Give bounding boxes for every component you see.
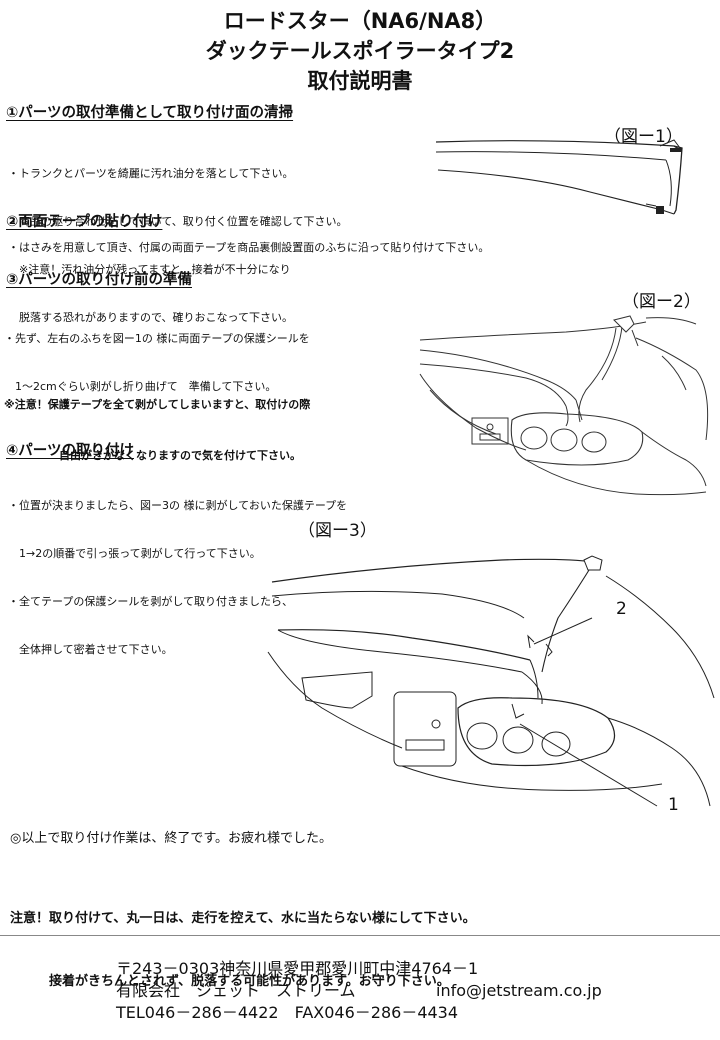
- footer-address: 〒243－0303神奈川県愛甲郡愛川町中津4764－1: [116, 959, 479, 978]
- section-3-heading: ③パーツの取り付け前の準備: [6, 272, 192, 288]
- title-product: ダックテールスポイラータイプ2: [205, 39, 515, 63]
- section-1-heading: ①パーツの取付準備として取り付け面の清掃: [6, 105, 294, 121]
- figure-2-car-rear-illustration: [416, 310, 716, 500]
- section-3-warning: ※注意！保護テープを全て剥がしてしまいますと、取付けの際 自由がきかなくなります…: [4, 362, 310, 481]
- footer-email[interactable]: info@jetstream.co.jp: [436, 981, 602, 1000]
- title-model: ロードスター（NA6/NA8）: [223, 9, 497, 33]
- section-1-line: ・商品の駆り合わせをして頂いて、取り付く位置を確認して下さい。: [8, 215, 348, 228]
- figure-3-label: （図ー3）: [298, 521, 377, 541]
- curing-warning: 注意！取り付けて、丸一日は、走行を控えて、水に当たらない様にして下さい。 接着が…: [10, 866, 476, 1013]
- completion-note: ◎以上で取り付け作業は、終了です。お疲れ様でした。: [10, 831, 333, 846]
- section-3-warning-line: 自由がきかなくなりますので気を付けて下さい。: [4, 449, 301, 462]
- section-1-line: ・トランクとパーツを綺麗に汚れ油分を落として下さい。: [8, 167, 294, 180]
- section-3-warning-line: ※注意！保護テープを全て剥がしてしまいますと、取付けの際: [4, 398, 311, 411]
- section-3-line: ・先ず、左右のふちを図ー1の 様に両面テープの保護シールを: [4, 332, 310, 345]
- section-3-body: ・先ず、左右のふちを図ー1の 様に両面テープの保護シールを 1～2cmぐらい剥が…: [4, 299, 310, 411]
- section-4-line: 1→2の順番で引っ張って剥がして行って下さい。: [8, 547, 261, 560]
- title-manual: 取付説明書: [307, 69, 413, 93]
- footer-company: 有限会社 ジェット ストリーム: [116, 981, 356, 1000]
- figure-1-label: （図ー1）: [604, 127, 683, 147]
- section-4-line: ・全てテープの保護シールを剥がして取り付きましたら、: [8, 595, 294, 608]
- section-1-body: ・トランクとパーツを綺麗に汚れ油分を落として下さい。 ・商品の駆り合わせをして頂…: [8, 134, 347, 342]
- footer-phone: TEL046－286－4422 FAX046－286－4434: [116, 1003, 459, 1022]
- callout-1: 1: [668, 795, 679, 815]
- section-4-body: ・位置が決まりましたら、図ー3の 様に剥がしておいた保護テープを 1→2の順番で…: [8, 466, 347, 674]
- curing-warning-line: 接着がきちんとされず、脱落する可能性があります。お守り下さい。: [10, 974, 450, 989]
- section-1-line: 脱落する恐れがありますので、確りおこなって下さい。: [8, 311, 294, 324]
- figure-1-spoiler-illustration: [430, 130, 720, 240]
- footer-divider: [0, 935, 720, 936]
- section-4-line: ・位置が決まりましたら、図ー3の 様に剥がしておいた保護テープを: [8, 499, 348, 512]
- figure-2-label: （図ー2）: [622, 292, 701, 312]
- section-2-line: ・はさみを用意して頂き、付属の両面テープを商品裏側設置面のふちに沿って貼り付けて…: [8, 241, 490, 254]
- curing-warning-line: 注意！取り付けて、丸一日は、走行を控えて、水に当たらない様にして下さい。: [10, 911, 476, 926]
- section-1-line: ※注意！汚れ油分が残ってますと、接着が不十分になり: [8, 263, 291, 276]
- section-4-line: 全体押して密着させて下さい。: [8, 643, 173, 656]
- figure-3-spoiler-install-illustration: [262, 548, 720, 818]
- callout-2: 2: [616, 599, 627, 619]
- section-4-heading: ④パーツの取り付け: [6, 443, 134, 459]
- section-3-line: 1～2cmぐらい剥がし折り曲げて 準備して下さい。: [4, 380, 277, 393]
- section-2-heading: ②両面テープの貼り付け: [6, 214, 163, 230]
